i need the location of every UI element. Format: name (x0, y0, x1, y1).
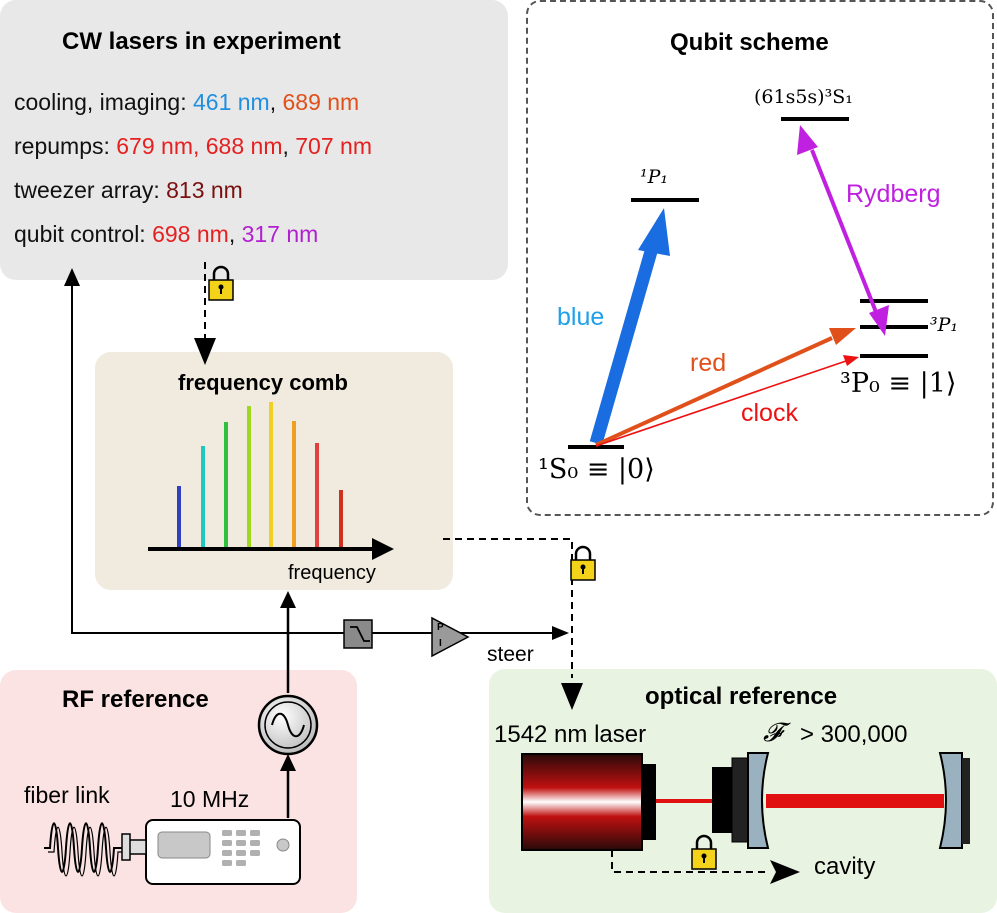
laser-body (521, 753, 643, 851)
cw-laser-wavelength: 688 nm (205, 133, 283, 159)
rydberg-transition-label: Rydberg (846, 180, 941, 208)
rf-panel-title: RF reference (62, 686, 209, 713)
clock-transition-arrow (595, 360, 847, 447)
blue-transition-label: blue (557, 303, 605, 331)
cw-laser-wavelength: 461 nm (193, 89, 270, 115)
cw-laser-wavelength: 813 nm (166, 177, 243, 203)
cavity-label: cavity (814, 853, 876, 880)
cavity-mirror-left (747, 752, 770, 849)
red-transition-arrow (595, 336, 833, 447)
laser-wavelength-label: 1542 nm laser (494, 721, 647, 748)
cw-laser-use-label: qubit control: (14, 221, 153, 247)
cw-laser-wavelength: , (228, 221, 242, 247)
cavity-arrowhead (770, 860, 800, 884)
low-pass-filter (343, 619, 373, 649)
rydberg-transition-arrow (810, 149, 878, 313)
cw-panel-title: CW lasers in experiment (62, 28, 341, 55)
blue-transition-arrow (589, 246, 659, 445)
cw-laser-wavelength: , (269, 89, 283, 115)
cw-laser-line: repumps: 679 nm, 688 nm, 707 nm (14, 133, 372, 160)
osc-input-arrowhead (280, 754, 296, 771)
rydberg-arrowhead-down (869, 305, 889, 336)
red-arrowhead (829, 328, 856, 345)
cw-laser-line: cooling, imaging: 461 nm, 689 nm (14, 89, 359, 116)
p0-level-label: ³P₀ ≡ |1⟩ (840, 368, 957, 399)
finesse-value-label: > 300,000 (800, 721, 908, 748)
comb-axis-label: frequency (288, 562, 376, 584)
cw-to-comb-arrowhead (194, 338, 216, 365)
pi-label-i: I (439, 638, 442, 649)
cw-laser-wavelength: 689 nm (282, 89, 360, 115)
optical-panel-title: optical reference (645, 683, 838, 710)
cw-laser-use-label: repumps: (14, 133, 117, 159)
cw-laser-use-label: tweezer array: (14, 177, 167, 203)
comb-panel-title: frequency comb (178, 370, 348, 395)
cavity-mount-left (712, 767, 732, 833)
comb-axis-arrowhead (372, 538, 394, 560)
padlock-icon (207, 265, 235, 302)
rydberg-level-label: (61s5s)³S₁ (754, 86, 853, 108)
steer-arrowhead (552, 626, 569, 640)
rf-to-cw-line (71, 282, 498, 634)
steer-label: steer (487, 643, 534, 666)
comb-teeth (177, 402, 343, 548)
filter-symbol (350, 626, 370, 642)
rf-source-device (121, 819, 301, 885)
laser-aperture (642, 764, 656, 840)
cw-laser-line: tweezer array: 813 nm (14, 177, 243, 204)
padlock-icon-2 (569, 545, 597, 582)
cavity-mirror-right (938, 752, 963, 849)
cw-lasers-panel (0, 0, 508, 280)
padlock-icon-3 (690, 834, 718, 871)
rydberg-arrowhead-up (797, 125, 818, 155)
p1-singlet-label: ¹P₁ (640, 166, 669, 188)
p1-triplet-label: ³P₁ (930, 314, 959, 336)
cw-laser-wavelength: 707 nm (295, 133, 372, 159)
cw-laser-wavelength: , (192, 133, 206, 159)
comb-to-optical-arrowhead (561, 683, 583, 710)
finesse-symbol: 𝓕 (763, 718, 783, 748)
clock-arrowhead (843, 355, 859, 366)
cw-laser-wavelength: 679 nm (116, 133, 193, 159)
laser-to-cavity-dashed (611, 850, 770, 873)
pi-controller (431, 616, 470, 658)
pi-label-p: P (437, 622, 444, 633)
red-transition-label: red (690, 349, 727, 377)
rf-frequency-label: 10 MHz (170, 786, 250, 812)
fiber-link-label: fiber link (24, 782, 110, 808)
blue-arrowhead (638, 208, 670, 256)
qubit-panel-title: Qubit scheme (670, 29, 829, 56)
cw-laser-wavelength: 698 nm (152, 221, 229, 247)
energy-levels (568, 117, 928, 449)
s0-level-label: ¹S₀ ≡ |0⟩ (538, 454, 655, 485)
cw-input-arrowhead (64, 268, 80, 286)
cavity-mirror-right-back (962, 758, 970, 844)
cw-laser-line: qubit control: 698 nm, 317 nm (14, 221, 318, 248)
clock-transition-label: clock (741, 399, 798, 427)
cw-laser-wavelength: 317 nm (241, 221, 319, 247)
cw-laser-wavelength: , (282, 133, 296, 159)
cw-laser-use-label: cooling, imaging: (14, 89, 193, 115)
comb-to-optical-dashed (443, 538, 573, 678)
comb-input-arrowhead (280, 591, 296, 608)
